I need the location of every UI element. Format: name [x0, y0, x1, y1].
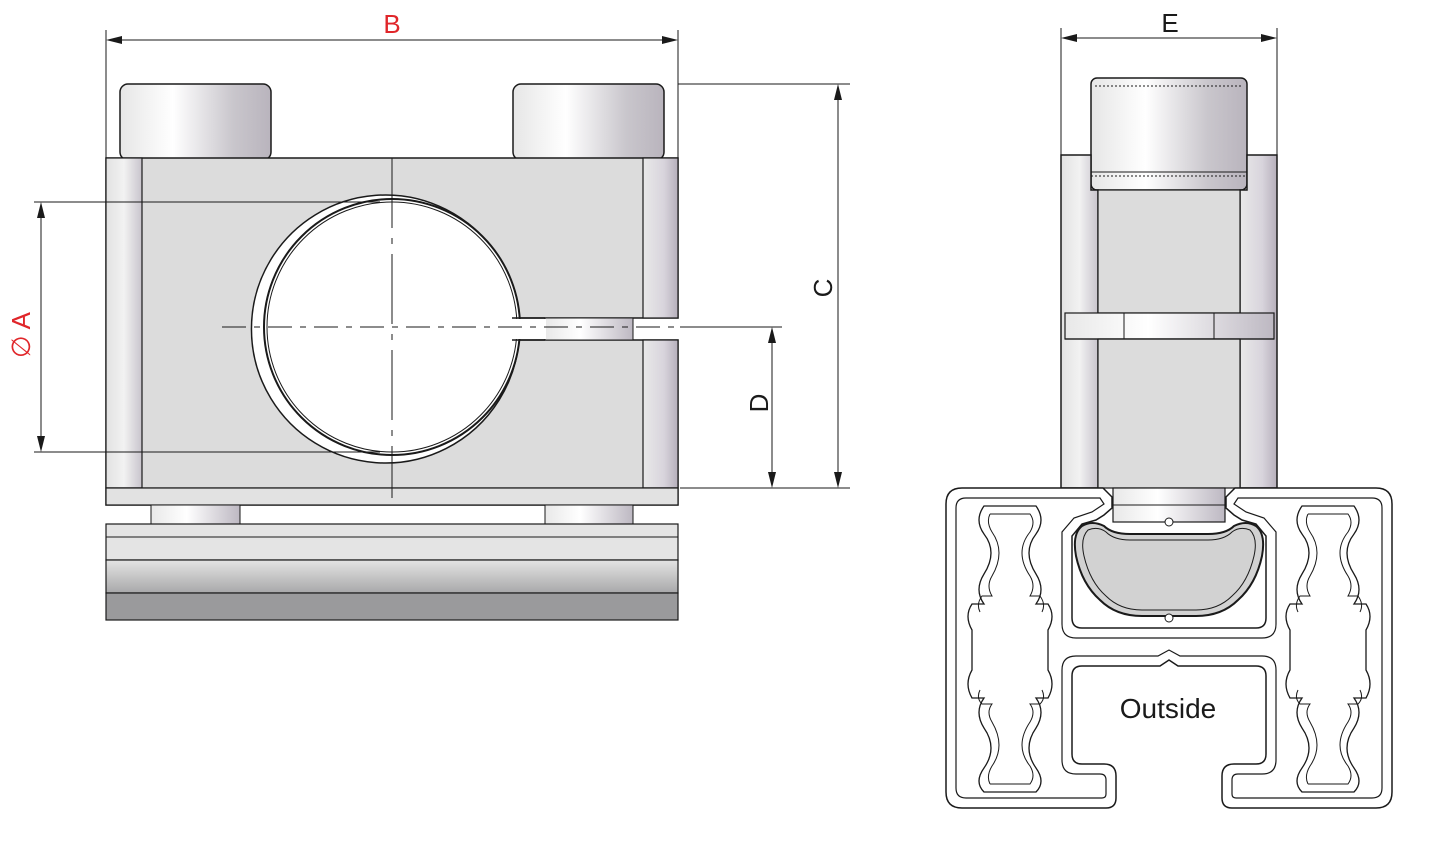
dimension-d: D: [680, 326, 782, 488]
dim-d-label: D: [744, 394, 774, 413]
rail-bottom: [105, 592, 679, 621]
right-end-strip-upper: [642, 157, 679, 319]
extrusion-profile: [945, 487, 1393, 809]
side-view: E Outside: [945, 8, 1393, 809]
diameter-symbol: ∅: [6, 335, 36, 358]
dim-c-label: C: [808, 279, 838, 298]
dim-e-label: E: [1161, 8, 1178, 38]
left-end-strip: [105, 157, 143, 489]
dim-b-label: B: [383, 9, 400, 39]
side-band: [1064, 312, 1275, 340]
dim-a-letter: A: [6, 311, 36, 329]
spacer-left: [150, 504, 241, 525]
right-end-strip-lower: [642, 339, 679, 489]
dimension-c: C: [678, 83, 850, 489]
rail-top: [105, 523, 679, 561]
rail-middle: [105, 559, 679, 594]
side-body-upper: [1097, 189, 1241, 314]
front-view: B ∅A C D: [6, 9, 850, 621]
spacer-right: [544, 504, 634, 525]
left-cap: [119, 83, 272, 161]
outside-label: Outside: [1120, 693, 1217, 724]
dimension-e: E: [1060, 8, 1278, 155]
side-cap: [1090, 77, 1248, 191]
dimension-a: ∅A: [6, 201, 380, 453]
t-nut: [1073, 522, 1265, 617]
dimension-b: B: [105, 9, 679, 158]
dim-a-label: ∅A: [6, 311, 36, 358]
side-body-lower: [1097, 338, 1241, 489]
split-bolt: [544, 317, 634, 341]
right-cap: [512, 83, 665, 161]
